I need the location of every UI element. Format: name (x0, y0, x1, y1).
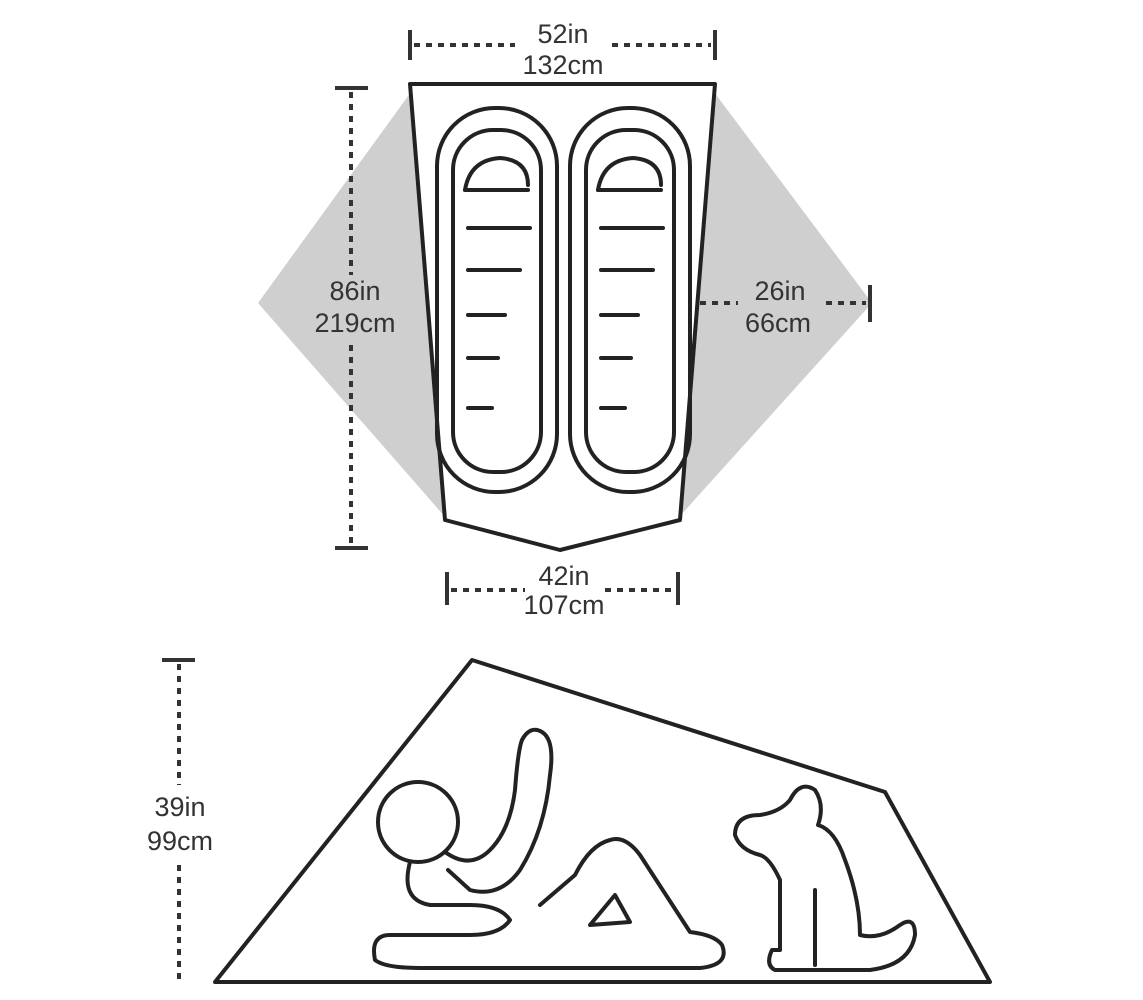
length-cm: 219cm (314, 308, 395, 338)
length-in: 86in (329, 276, 380, 306)
top-width-dimension: 52in 132cm (408, 19, 717, 80)
height-cm: 99cm (147, 826, 213, 856)
vestibule-depth-in: 26in (754, 276, 805, 306)
height-dimension: 39in 99cm (147, 658, 213, 982)
length-dimension: 86in 219cm (314, 86, 396, 550)
dog-figure (733, 784, 917, 972)
sleeping-bag-right (568, 106, 692, 494)
top-width-cm: 132cm (522, 50, 603, 80)
person-figure (372, 727, 726, 970)
height-in: 39in (154, 792, 205, 822)
bottom-width-in: 42in (538, 561, 589, 591)
top-width-in: 52in (537, 19, 588, 49)
vestibule-depth-dimension: 26in 66cm (700, 276, 872, 338)
bottom-width-dimension: 42in 107cm (445, 561, 680, 620)
sleeping-bag-left (435, 106, 559, 494)
vestibule-depth-cm: 66cm (745, 308, 811, 338)
tent-side-profile (213, 658, 992, 984)
left-vestibule (258, 92, 446, 518)
right-vestibule (680, 92, 872, 516)
bottom-width-cm: 107cm (523, 590, 604, 620)
